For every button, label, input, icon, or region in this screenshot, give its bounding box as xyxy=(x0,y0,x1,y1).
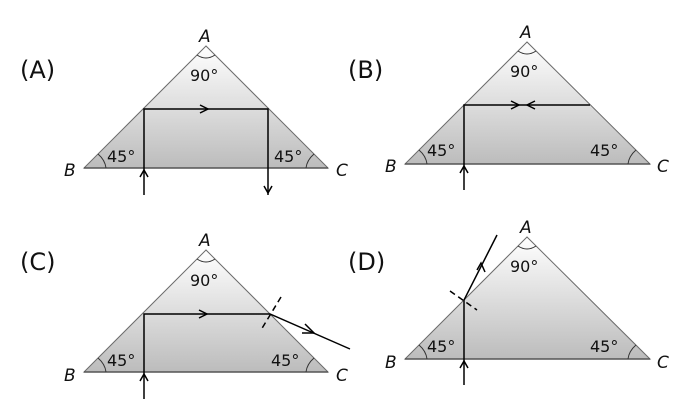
panel-label-c: (C) xyxy=(20,248,55,276)
arrow-up-icon xyxy=(459,359,469,369)
right-angle-label: 45° xyxy=(271,351,299,370)
panel-label-b: (B) xyxy=(348,56,383,84)
arrow-up-icon xyxy=(139,168,149,178)
vertex-a: A xyxy=(198,231,211,251)
left-angle-arc xyxy=(97,357,107,373)
arrow-right-icon xyxy=(199,104,210,114)
light-ray xyxy=(463,104,590,190)
right-angle-arc xyxy=(305,357,315,373)
left-angle-label: 45° xyxy=(427,337,455,356)
left-angle-label: 45° xyxy=(107,351,135,370)
left-angle-arc xyxy=(418,344,428,360)
right-angle-arc xyxy=(627,149,637,165)
panel-label-d: (D) xyxy=(348,248,385,276)
arrow-refracted-icon xyxy=(302,323,316,334)
normal-dashed-line xyxy=(260,296,282,331)
vertex-c: C xyxy=(657,353,669,373)
panel-a: (A) A B C 90° 45° 45° xyxy=(20,27,348,195)
panel-b: (B) A B C 90° 45° 45° xyxy=(348,23,669,190)
apex-angle-arc xyxy=(196,54,216,59)
panel-d: (D) A B C 90° 45° 45° xyxy=(348,218,669,385)
right-angle-label: 45° xyxy=(590,337,618,356)
vertex-a: A xyxy=(198,27,211,47)
vertex-b: B xyxy=(64,161,76,181)
left-angle-label: 45° xyxy=(107,147,135,166)
apex-angle-label: 90° xyxy=(190,271,218,290)
left-angle-label: 45° xyxy=(427,141,455,160)
vertex-b: B xyxy=(64,366,76,386)
apex-angle-label: 90° xyxy=(190,66,218,85)
arrow-right-icon xyxy=(198,309,209,319)
vertex-a: A xyxy=(519,218,532,238)
right-angle-arc xyxy=(627,344,637,360)
apex-angle-label: 90° xyxy=(510,257,538,276)
right-angle-label: 45° xyxy=(590,141,618,160)
normal-dashed-line xyxy=(449,290,478,311)
apex-angle-arc xyxy=(517,50,537,55)
light-ray xyxy=(143,108,269,195)
arrow-up-icon xyxy=(139,372,149,382)
vertex-b: B xyxy=(385,353,397,373)
left-angle-arc xyxy=(418,149,428,165)
vertex-c: C xyxy=(336,161,348,181)
apex-angle-arc xyxy=(196,258,216,263)
arrow-left-icon xyxy=(525,100,536,110)
arrow-refracted-icon xyxy=(476,261,486,273)
right-angle-arc xyxy=(305,153,315,169)
light-ray xyxy=(463,234,498,385)
panel-c: (C) A B C 90° 45° 45° xyxy=(20,231,351,399)
vertex-a: A xyxy=(519,23,532,43)
left-angle-arc xyxy=(97,153,107,169)
arrow-up-icon xyxy=(459,164,469,174)
vertex-c: C xyxy=(336,366,348,386)
panel-label-a: (A) xyxy=(20,56,55,84)
vertex-c: C xyxy=(657,157,669,177)
apex-angle-arc xyxy=(517,245,537,250)
arrow-down-icon xyxy=(263,185,273,195)
apex-angle-label: 90° xyxy=(510,62,538,81)
arrow-right-icon xyxy=(510,100,521,110)
vertex-b: B xyxy=(385,157,397,177)
right-angle-label: 45° xyxy=(274,147,302,166)
